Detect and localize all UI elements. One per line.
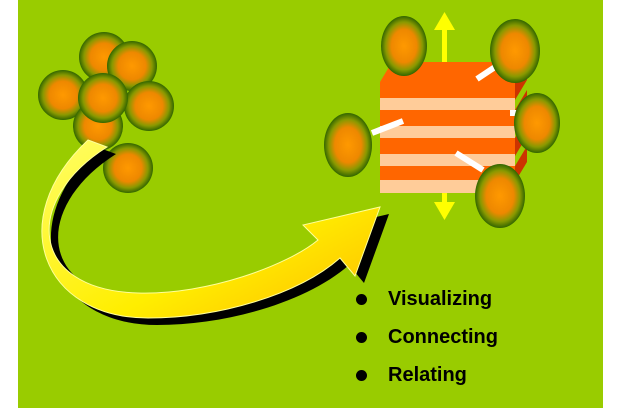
connector-line — [370, 118, 405, 136]
axis-arrow-up — [434, 12, 455, 82]
bullet-dot — [356, 294, 367, 305]
outer-ball — [381, 16, 427, 76]
slide-canvas: Visualizing Connecting Relating — [18, 0, 603, 408]
bullet-text: Relating — [388, 364, 467, 386]
cluster-ball — [103, 143, 153, 193]
outer-ball — [324, 113, 372, 177]
block-stack — [380, 62, 527, 193]
cluster-ball — [78, 73, 128, 123]
bullet-list: Visualizing Connecting Relating — [356, 284, 498, 398]
outer-ball — [475, 164, 525, 228]
ball-cluster — [38, 32, 174, 193]
bullet-text: Visualizing — [388, 288, 493, 310]
bullet-item: Relating — [356, 360, 498, 398]
bullet-dot — [356, 332, 367, 343]
bullet-text: Connecting — [388, 326, 498, 348]
bullet-item: Connecting — [356, 322, 498, 360]
cluster-ball — [38, 70, 88, 120]
cluster-ball — [107, 41, 157, 91]
block-layer — [380, 90, 527, 138]
outer-ball — [514, 93, 560, 153]
connector-line — [454, 150, 485, 173]
cluster-ball — [124, 81, 174, 131]
outer-ball — [490, 19, 540, 83]
bullet-item: Visualizing — [356, 284, 498, 322]
outer-balls — [324, 16, 560, 228]
bullet-dot — [356, 370, 367, 381]
curved-arrow — [41, 139, 381, 319]
knowledge-diagram — [38, 12, 560, 325]
